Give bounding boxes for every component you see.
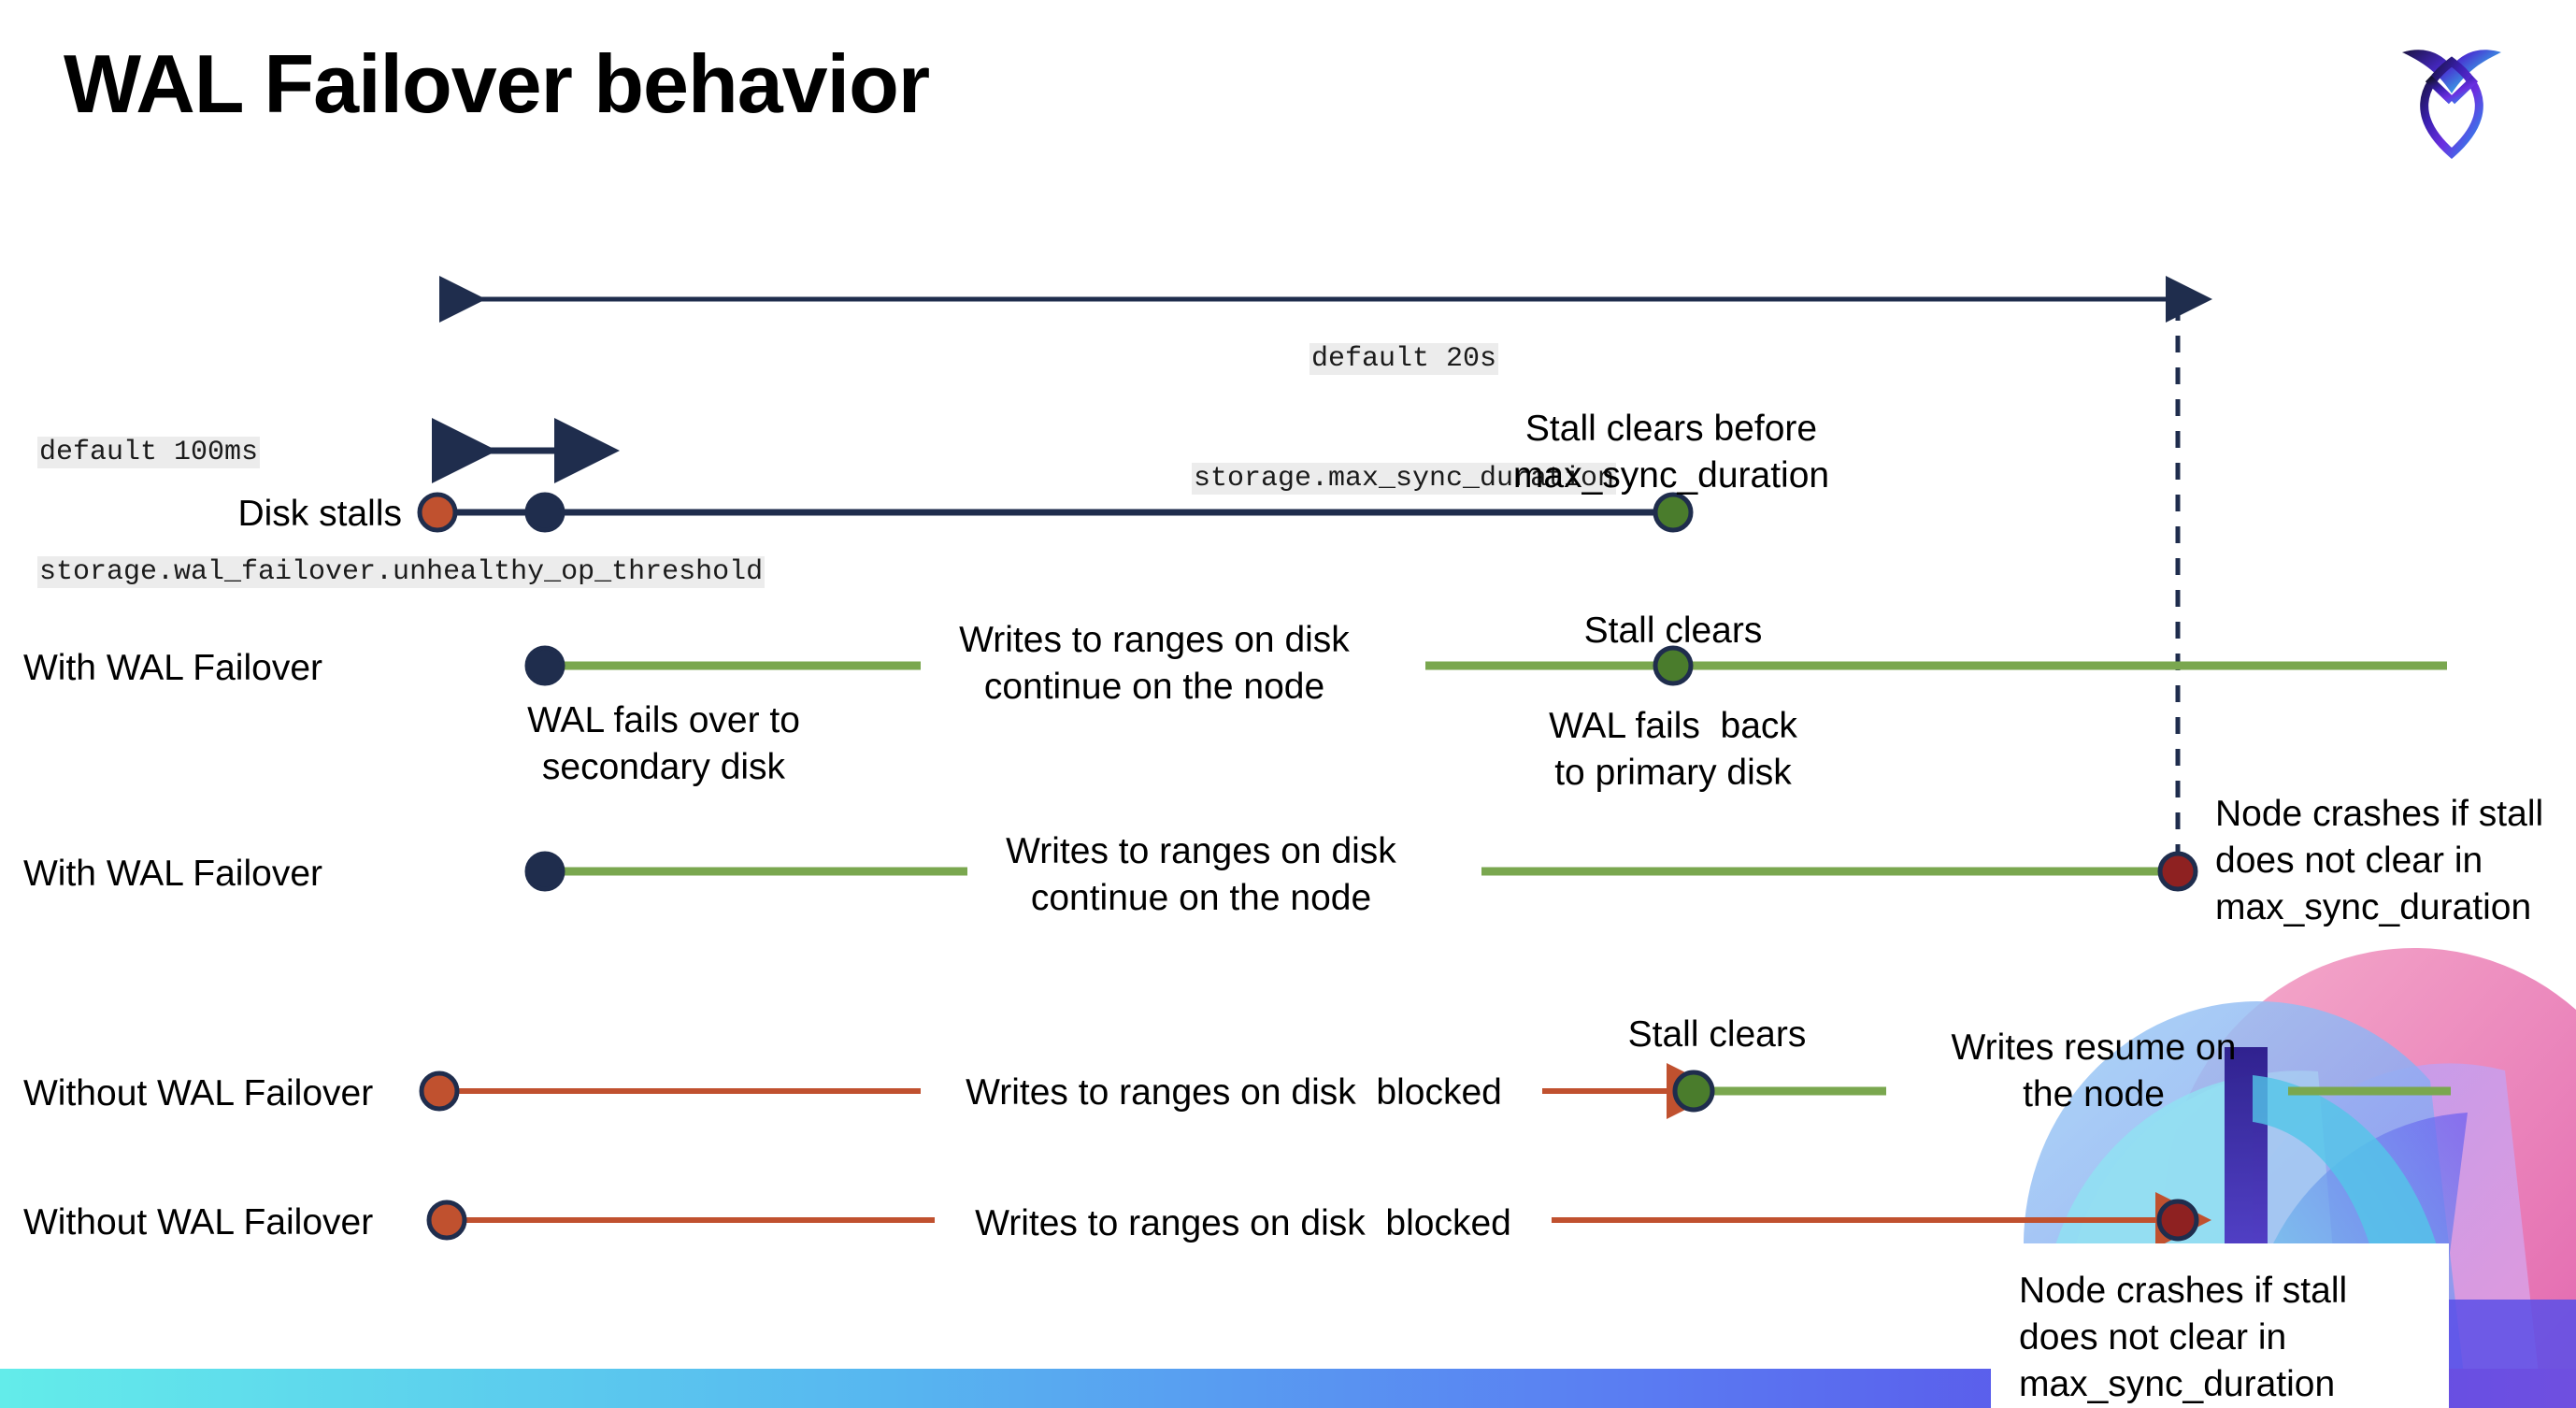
unhealthy-default: default 100ms: [37, 437, 261, 469]
max-sync-default: default 20s: [1309, 343, 1499, 376]
marker-failover-point: [524, 492, 565, 533]
row-label-with-wal-failover-1: With WAL Failover: [23, 648, 322, 688]
row-label-without-wal-failover-2: Without WAL Failover: [23, 1202, 374, 1243]
note-wal-fails-over: WAL fails over to secondary disk: [527, 700, 800, 787]
unhealthy-op-threshold-annotation: default 100ms storage.wal_failover.unhea…: [37, 353, 766, 672]
row-without-failover-1-track: [419, 1063, 2451, 1119]
max-sync-setting: storage.max_sync_duration: [1191, 462, 1617, 495]
note-wal-fails-back: WAL fails back to primary disk: [1549, 706, 1797, 793]
row-with-failover-1-track: [524, 645, 2447, 686]
marker-stall-clears: [1653, 492, 1694, 533]
note-writes-blocked-2: Writes to ranges on disk blocked: [975, 1203, 1511, 1243]
unhealthy-setting: storage.wal_failover.unhealthy_op_thresh…: [37, 555, 766, 588]
row-label-disk-stalls: Disk stalls: [237, 494, 402, 534]
row-label-with-wal-failover-2: With WAL Failover: [23, 854, 322, 894]
row-with-failover-2-track: [524, 851, 2198, 892]
marker-stall-clears-row2: [1653, 645, 1694, 686]
note-writes-resume: Writes resume on the node: [1951, 1027, 2237, 1114]
row-label-without-wal-failover-1: Without WAL Failover: [23, 1073, 374, 1113]
marker-node-crash-1: [2157, 851, 2198, 892]
page-title: WAL Failover behavior: [64, 37, 930, 130]
marker-stall-clears-row4: [1672, 1070, 1715, 1113]
note-node-crashes-1: Node crashes if stall does not clear in …: [2215, 794, 2544, 927]
marker-node-crash-2: [2156, 1199, 2199, 1242]
marker-stall-start: [417, 492, 458, 533]
note-stall-clears-2: Stall clears: [1627, 1014, 1807, 1055]
marker-wal-failover-start-2: [524, 851, 565, 892]
note-writes-continue-1: Writes to ranges on disk continue on the…: [959, 620, 1350, 707]
marker-wal-failover-start: [524, 645, 565, 686]
callout-node-crashes-2: Node crashes if stall does not clear in …: [1991, 1243, 2449, 1408]
row-without-failover-2-track: [426, 1192, 2211, 1248]
row-disk-stalls-track: [417, 492, 1694, 533]
note-stall-clears-1: Stall clears: [1583, 611, 1763, 651]
note-node-crashes-2: Node crashes if stall does not clear in …: [2019, 1271, 2348, 1404]
max-sync-duration-annotation: default 20s storage.max_sync_duration: [1142, 260, 1666, 579]
marker-stall-start-row5: [426, 1200, 467, 1241]
note-stall-clears-before: Stall clears before max_sync_duration: [1512, 409, 1830, 496]
note-writes-blocked-1: Writes to ranges on disk blocked: [966, 1072, 1502, 1113]
note-writes-continue-2: Writes to ranges on disk continue on the…: [1006, 831, 1396, 918]
marker-stall-start-row4: [419, 1070, 460, 1112]
cockroachdb-logo-icon: [2382, 24, 2522, 169]
